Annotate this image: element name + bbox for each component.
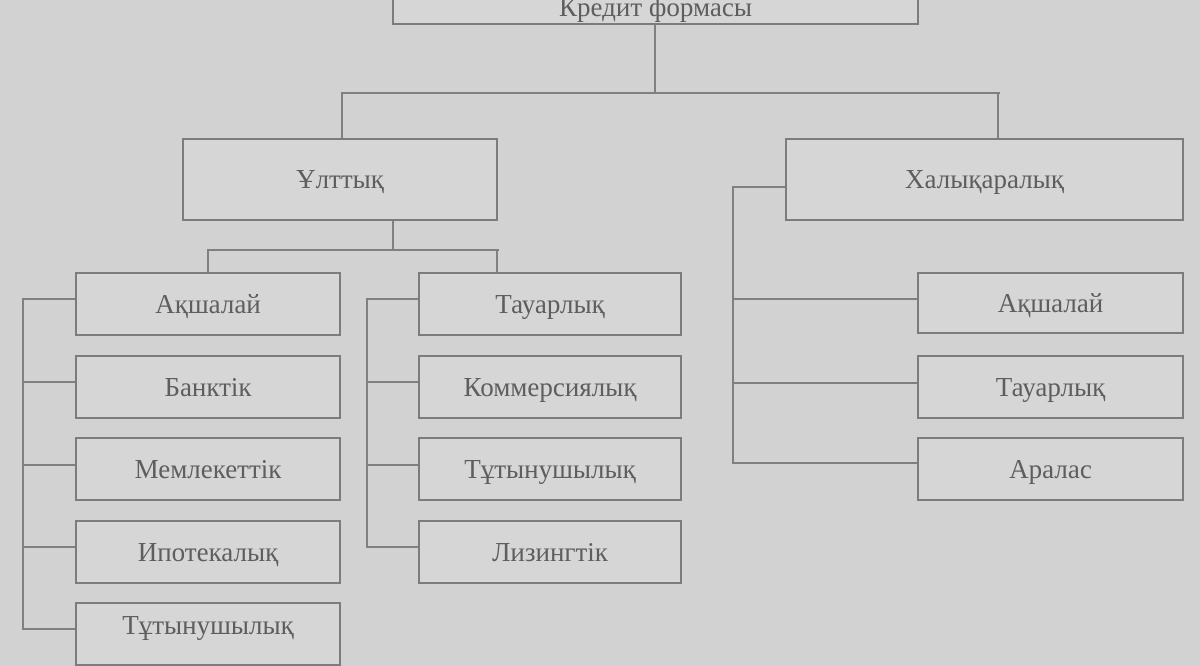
node-national-monetary: Ақшалай [75,272,341,336]
connector [22,464,75,466]
connector [496,249,498,272]
connector [341,92,343,138]
node-intl-commodity: Тауарлық [917,355,1184,419]
node-mortgage: Ипотекалық [75,520,341,584]
node-intl-monetary: Ақшалай [917,272,1184,334]
connector [366,546,418,548]
node-state: Мемлекеттік [75,437,341,501]
connector [366,298,368,548]
node-consumer-monetary: Тұтынушылық [75,602,341,666]
node-mixed: Аралас [917,437,1184,501]
connector [366,298,418,300]
connector [22,298,75,300]
connector [22,628,75,630]
node-international: Халықаралық [785,138,1184,221]
connector [366,464,418,466]
node-leasing: Лизингтік [418,520,682,584]
node-national: Ұлттық [182,138,498,221]
connector [207,249,209,272]
node-consumer-commodity: Тұтынушылық [418,437,682,501]
node-commercial: Коммерсиялық [418,355,682,419]
node-national-commodity: Тауарлық [418,272,682,336]
connector [22,546,75,548]
connector [732,186,734,464]
connector [732,298,917,300]
connector [342,92,1000,94]
node-credit-form: Кредит формасы [392,0,919,25]
connector [208,249,499,251]
connector [392,220,394,251]
connector [366,381,418,383]
connector [732,462,917,464]
connector [22,381,75,383]
connector [997,92,999,138]
connector [654,24,656,94]
connector [732,382,917,384]
connector [732,186,785,188]
node-bank: Банктік [75,355,341,419]
